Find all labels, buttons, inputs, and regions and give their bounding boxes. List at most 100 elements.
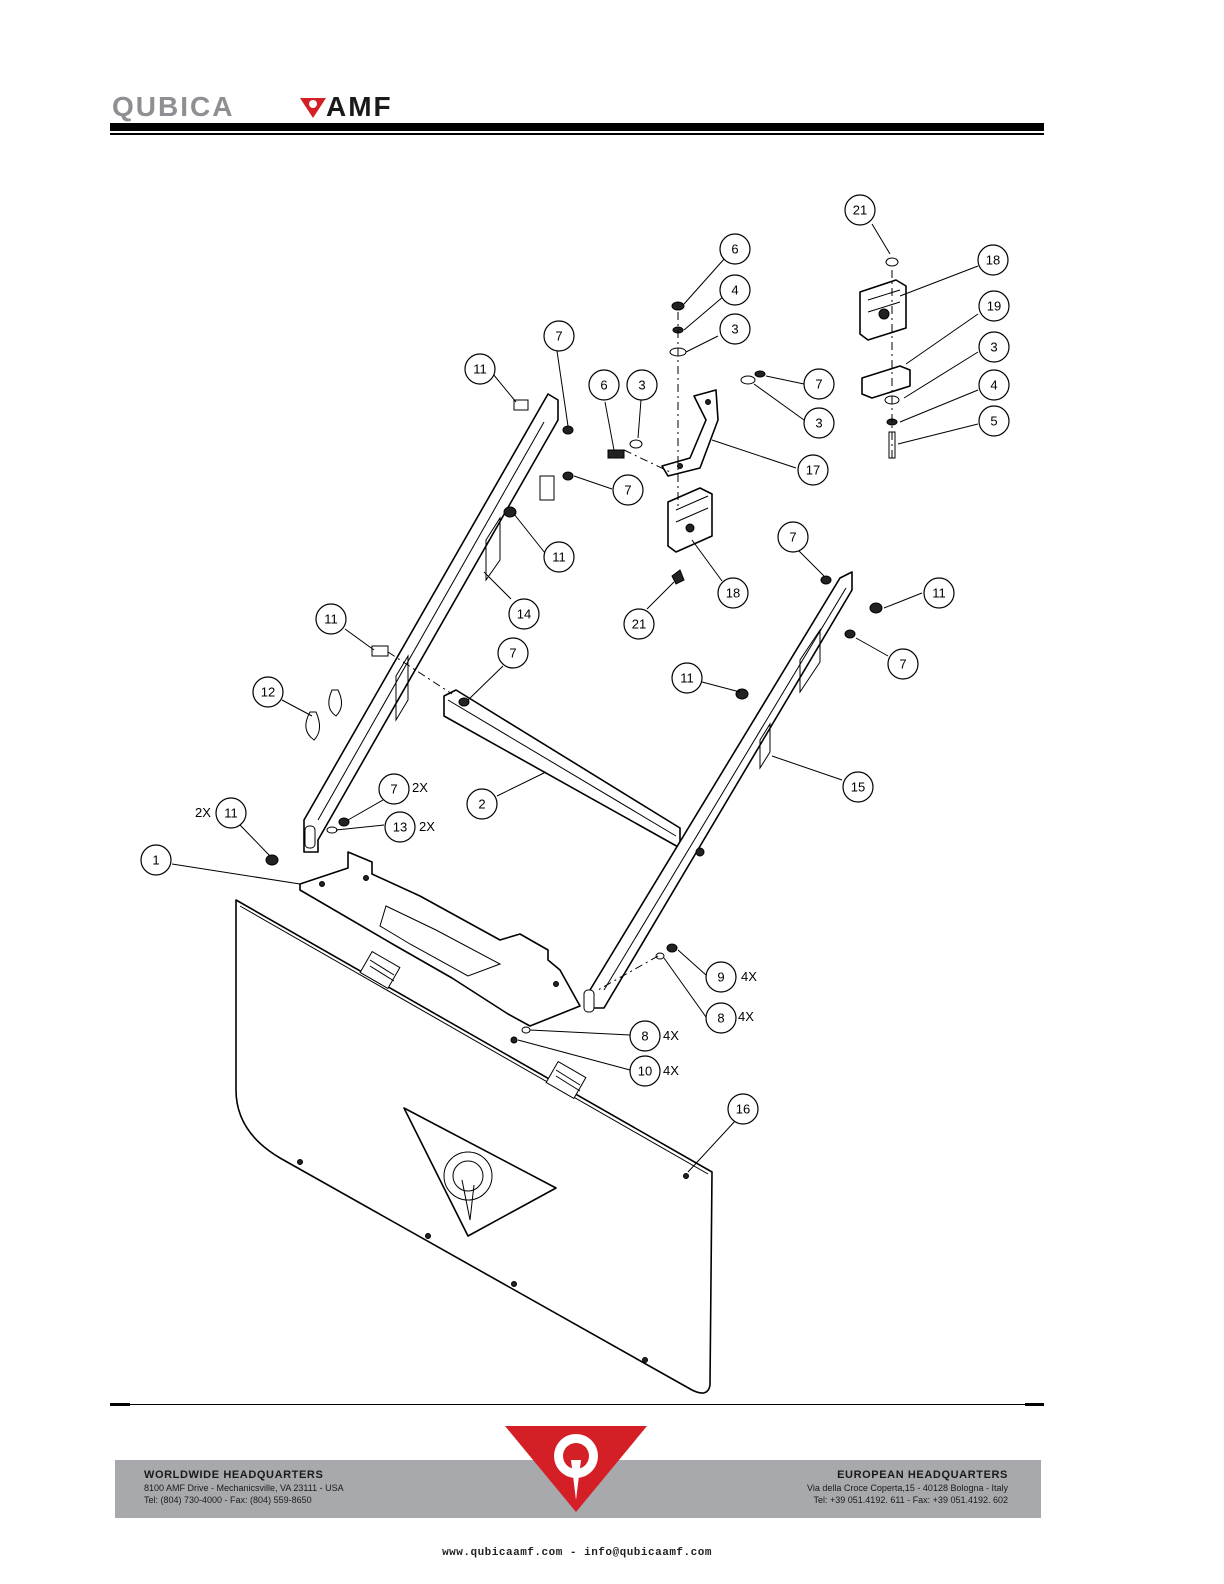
svg-text:7: 7 (624, 483, 631, 498)
svg-text:9: 9 (717, 970, 724, 985)
bracket-1 (299, 851, 581, 1027)
svg-text:18: 18 (986, 253, 1000, 268)
callout-3-left: 3 (626, 369, 658, 401)
callout-18-top: 18 (977, 244, 1009, 276)
callout-8-upper: 8 (705, 1002, 737, 1034)
svg-text:6: 6 (600, 378, 607, 393)
svg-text:16: 16 (736, 1102, 750, 1117)
svg-text:2: 2 (478, 797, 485, 812)
footer-rule-end (1025, 1403, 1044, 1406)
callout-7-lower: 7 (378, 773, 410, 805)
svg-text:12: 12 (261, 685, 275, 700)
svg-text:7: 7 (390, 782, 397, 797)
callout-16: 16 (727, 1093, 759, 1125)
qty-8-upper: 4X (738, 1009, 754, 1024)
callout-3-top: 3 (719, 313, 751, 345)
qty-11: 2X (195, 805, 211, 820)
european-hq-address: Via della Croce Coperta,15 - 40128 Bolog… (807, 1483, 1008, 1493)
svg-text:15: 15 (851, 780, 865, 795)
svg-text:7: 7 (555, 329, 562, 344)
rail-15 (583, 571, 853, 1013)
callout-7-crossbar: 7 (497, 637, 529, 669)
callout-8-lower: 8 (629, 1020, 661, 1052)
footer-rule-line (130, 1404, 1025, 1405)
callout-3-bracket: 3 (803, 407, 835, 439)
callout-7-rail15-mid: 7 (887, 648, 919, 680)
qty-13: 2X (419, 819, 435, 834)
quantity-labels: 2X 2X 2X 4X 4X 4X 4X (195, 780, 757, 1078)
qubicaamf-logo: QUBICA AMF (112, 92, 393, 122)
svg-text:11: 11 (324, 612, 338, 627)
pulley-block-18-lower (667, 487, 713, 585)
worldwide-hq-address: 8100 AMF Drive - Mechanicsville, VA 2311… (144, 1483, 344, 1493)
svg-text:17: 17 (806, 463, 820, 478)
callout-18-lower: 18 (717, 577, 749, 609)
callout-21-lower: 21 (623, 608, 655, 640)
svg-text:4: 4 (990, 378, 997, 393)
header-rule-thin (110, 133, 1044, 135)
svg-text:4: 4 (731, 283, 738, 298)
callout-1: 1 (140, 844, 172, 876)
callout-4-top: 4 (719, 274, 751, 306)
exploded-parts-diagram: 21 18 6 4 3 19 3 4 5 7 3 17 7 11 6 3 7 1… (140, 194, 1010, 1394)
callout-11-rail-mid: 11 (543, 541, 575, 573)
pulley-block-18-upper (859, 257, 907, 341)
footer-rule (110, 1403, 130, 1406)
worldwide-hq-title: WORLDWIDE HEADQUARTERS (144, 1469, 324, 1481)
bracket-17 (661, 389, 719, 477)
svg-text:11: 11 (552, 550, 566, 565)
callout-12: 12 (252, 676, 284, 708)
european-hq-phone: Tel: +39 051.4192. 611 - Fax: +39 051.41… (813, 1495, 1008, 1505)
qty-7: 2X (412, 780, 428, 795)
callout-2: 2 (466, 788, 498, 820)
callouts: 21 18 6 4 3 19 3 4 5 7 3 17 7 11 6 3 7 1… (140, 194, 1010, 1125)
callout-4-right: 4 (978, 369, 1010, 401)
tube-19 (861, 365, 911, 399)
callout-7-bracket: 7 (803, 368, 835, 400)
svg-text:11: 11 (932, 586, 946, 601)
callout-14: 14 (508, 598, 540, 630)
svg-text:14: 14 (517, 607, 531, 622)
callout-21-top: 21 (844, 194, 876, 226)
svg-text:5: 5 (990, 414, 997, 429)
svg-text:11: 11 (224, 806, 238, 821)
callout-19: 19 (978, 290, 1010, 322)
svg-text:19: 19 (987, 299, 1001, 314)
svg-text:1: 1 (152, 853, 159, 868)
leader-lines (171, 223, 979, 1173)
callout-3-right: 3 (978, 331, 1010, 363)
callout-11-lower: 11 (215, 797, 247, 829)
qty-10: 4X (663, 1063, 679, 1078)
svg-text:21: 21 (632, 617, 646, 632)
callout-11-rail15-top: 11 (923, 577, 955, 609)
svg-text:11: 11 (680, 671, 694, 686)
callout-7-rail-mid: 7 (612, 474, 644, 506)
svg-text:10: 10 (638, 1064, 652, 1079)
svg-text:6: 6 (731, 242, 738, 257)
worldwide-hq-phone: Tel: (804) 730-4000 - Fax: (804) 559-865… (144, 1495, 312, 1505)
svg-text:8: 8 (717, 1011, 724, 1026)
header-rule (110, 123, 1044, 131)
callout-5: 5 (978, 405, 1010, 437)
callout-15: 15 (842, 771, 874, 803)
callout-6-left: 6 (588, 369, 620, 401)
callout-7-rail-top: 7 (543, 320, 575, 352)
callout-7-rail15-top: 7 (777, 521, 809, 553)
callout-10: 10 (629, 1055, 661, 1087)
qty-9: 4X (741, 969, 757, 984)
svg-text:7: 7 (815, 377, 822, 392)
svg-text:8: 8 (641, 1029, 648, 1044)
qty-8-lower: 4X (663, 1028, 679, 1043)
worldwide-headquarters: WORLDWIDE HEADQUARTERS 8100 AMF Drive - … (144, 1468, 344, 1506)
callout-13: 13 (384, 811, 416, 843)
svg-text:7: 7 (789, 530, 796, 545)
svg-text:AMF: AMF (326, 92, 393, 122)
svg-text:3: 3 (990, 340, 997, 355)
callout-9: 9 (705, 961, 737, 993)
crossbar-2 (443, 689, 681, 849)
svg-text:3: 3 (815, 416, 822, 431)
svg-text:18: 18 (726, 586, 740, 601)
callout-6-top: 6 (719, 233, 751, 265)
callout-11-left-rail: 11 (315, 603, 347, 635)
european-hq-title: EUROPEAN HEADQUARTERS (837, 1469, 1008, 1481)
